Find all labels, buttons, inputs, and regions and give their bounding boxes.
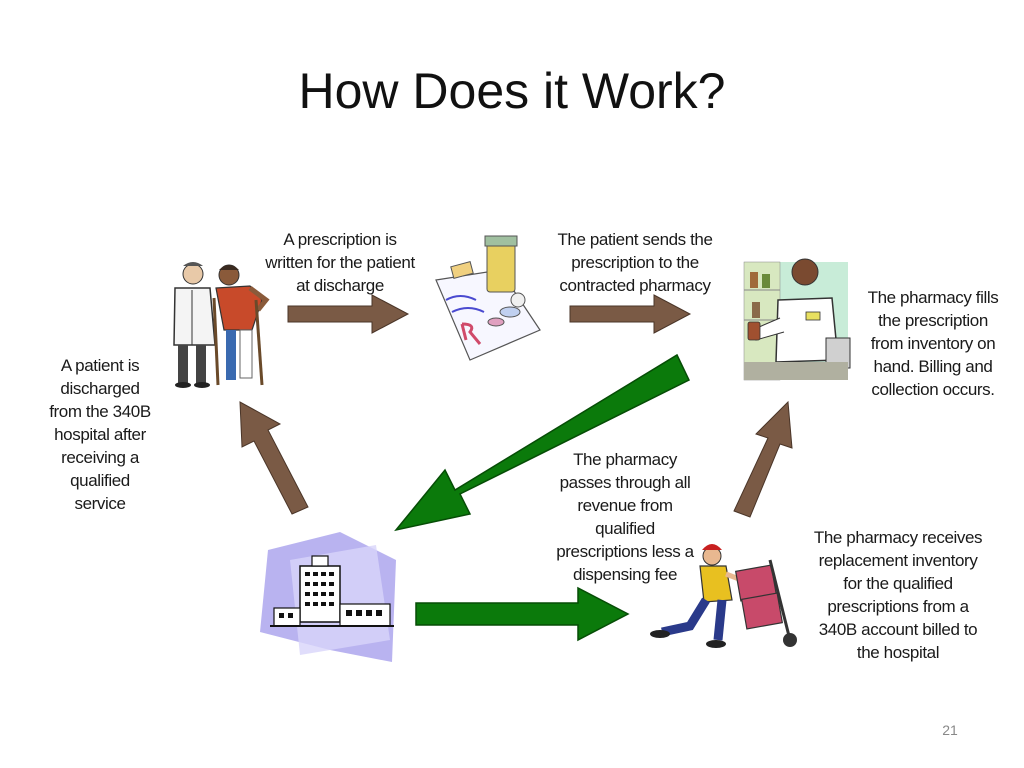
step-replacement-text: The pharmacy receives replacement invent… <box>813 528 983 662</box>
pharmacist-icon <box>743 258 851 381</box>
step-fill-text: The pharmacy fills the prescription from… <box>867 288 999 399</box>
slide-title: How Does it Work? <box>298 63 726 119</box>
arrow-hospital-to-delivery <box>415 586 630 642</box>
arrow-to-prescription <box>287 294 410 334</box>
delivery-worker-icon <box>650 544 797 648</box>
arrow-delivery-to-pharmacy <box>733 400 793 518</box>
step-discharge-text: A patient is discharged from the 340B ho… <box>49 356 151 513</box>
arrow-to-pharmacy <box>569 294 692 334</box>
prescription-icon <box>435 235 541 361</box>
step-prescription-text: A prescription is written for the patien… <box>265 230 415 295</box>
hospital-icon <box>260 532 396 662</box>
doctor-patient-icon <box>173 262 270 388</box>
step-send-text: The patient sends the prescription to th… <box>557 230 713 295</box>
arrow-hospital-to-doctor <box>239 401 309 515</box>
page-number: 21 <box>942 722 958 738</box>
arrow-revenue-to-hospital <box>394 353 690 532</box>
step-revenue-text: The pharmacy passes through all revenue … <box>556 450 694 584</box>
